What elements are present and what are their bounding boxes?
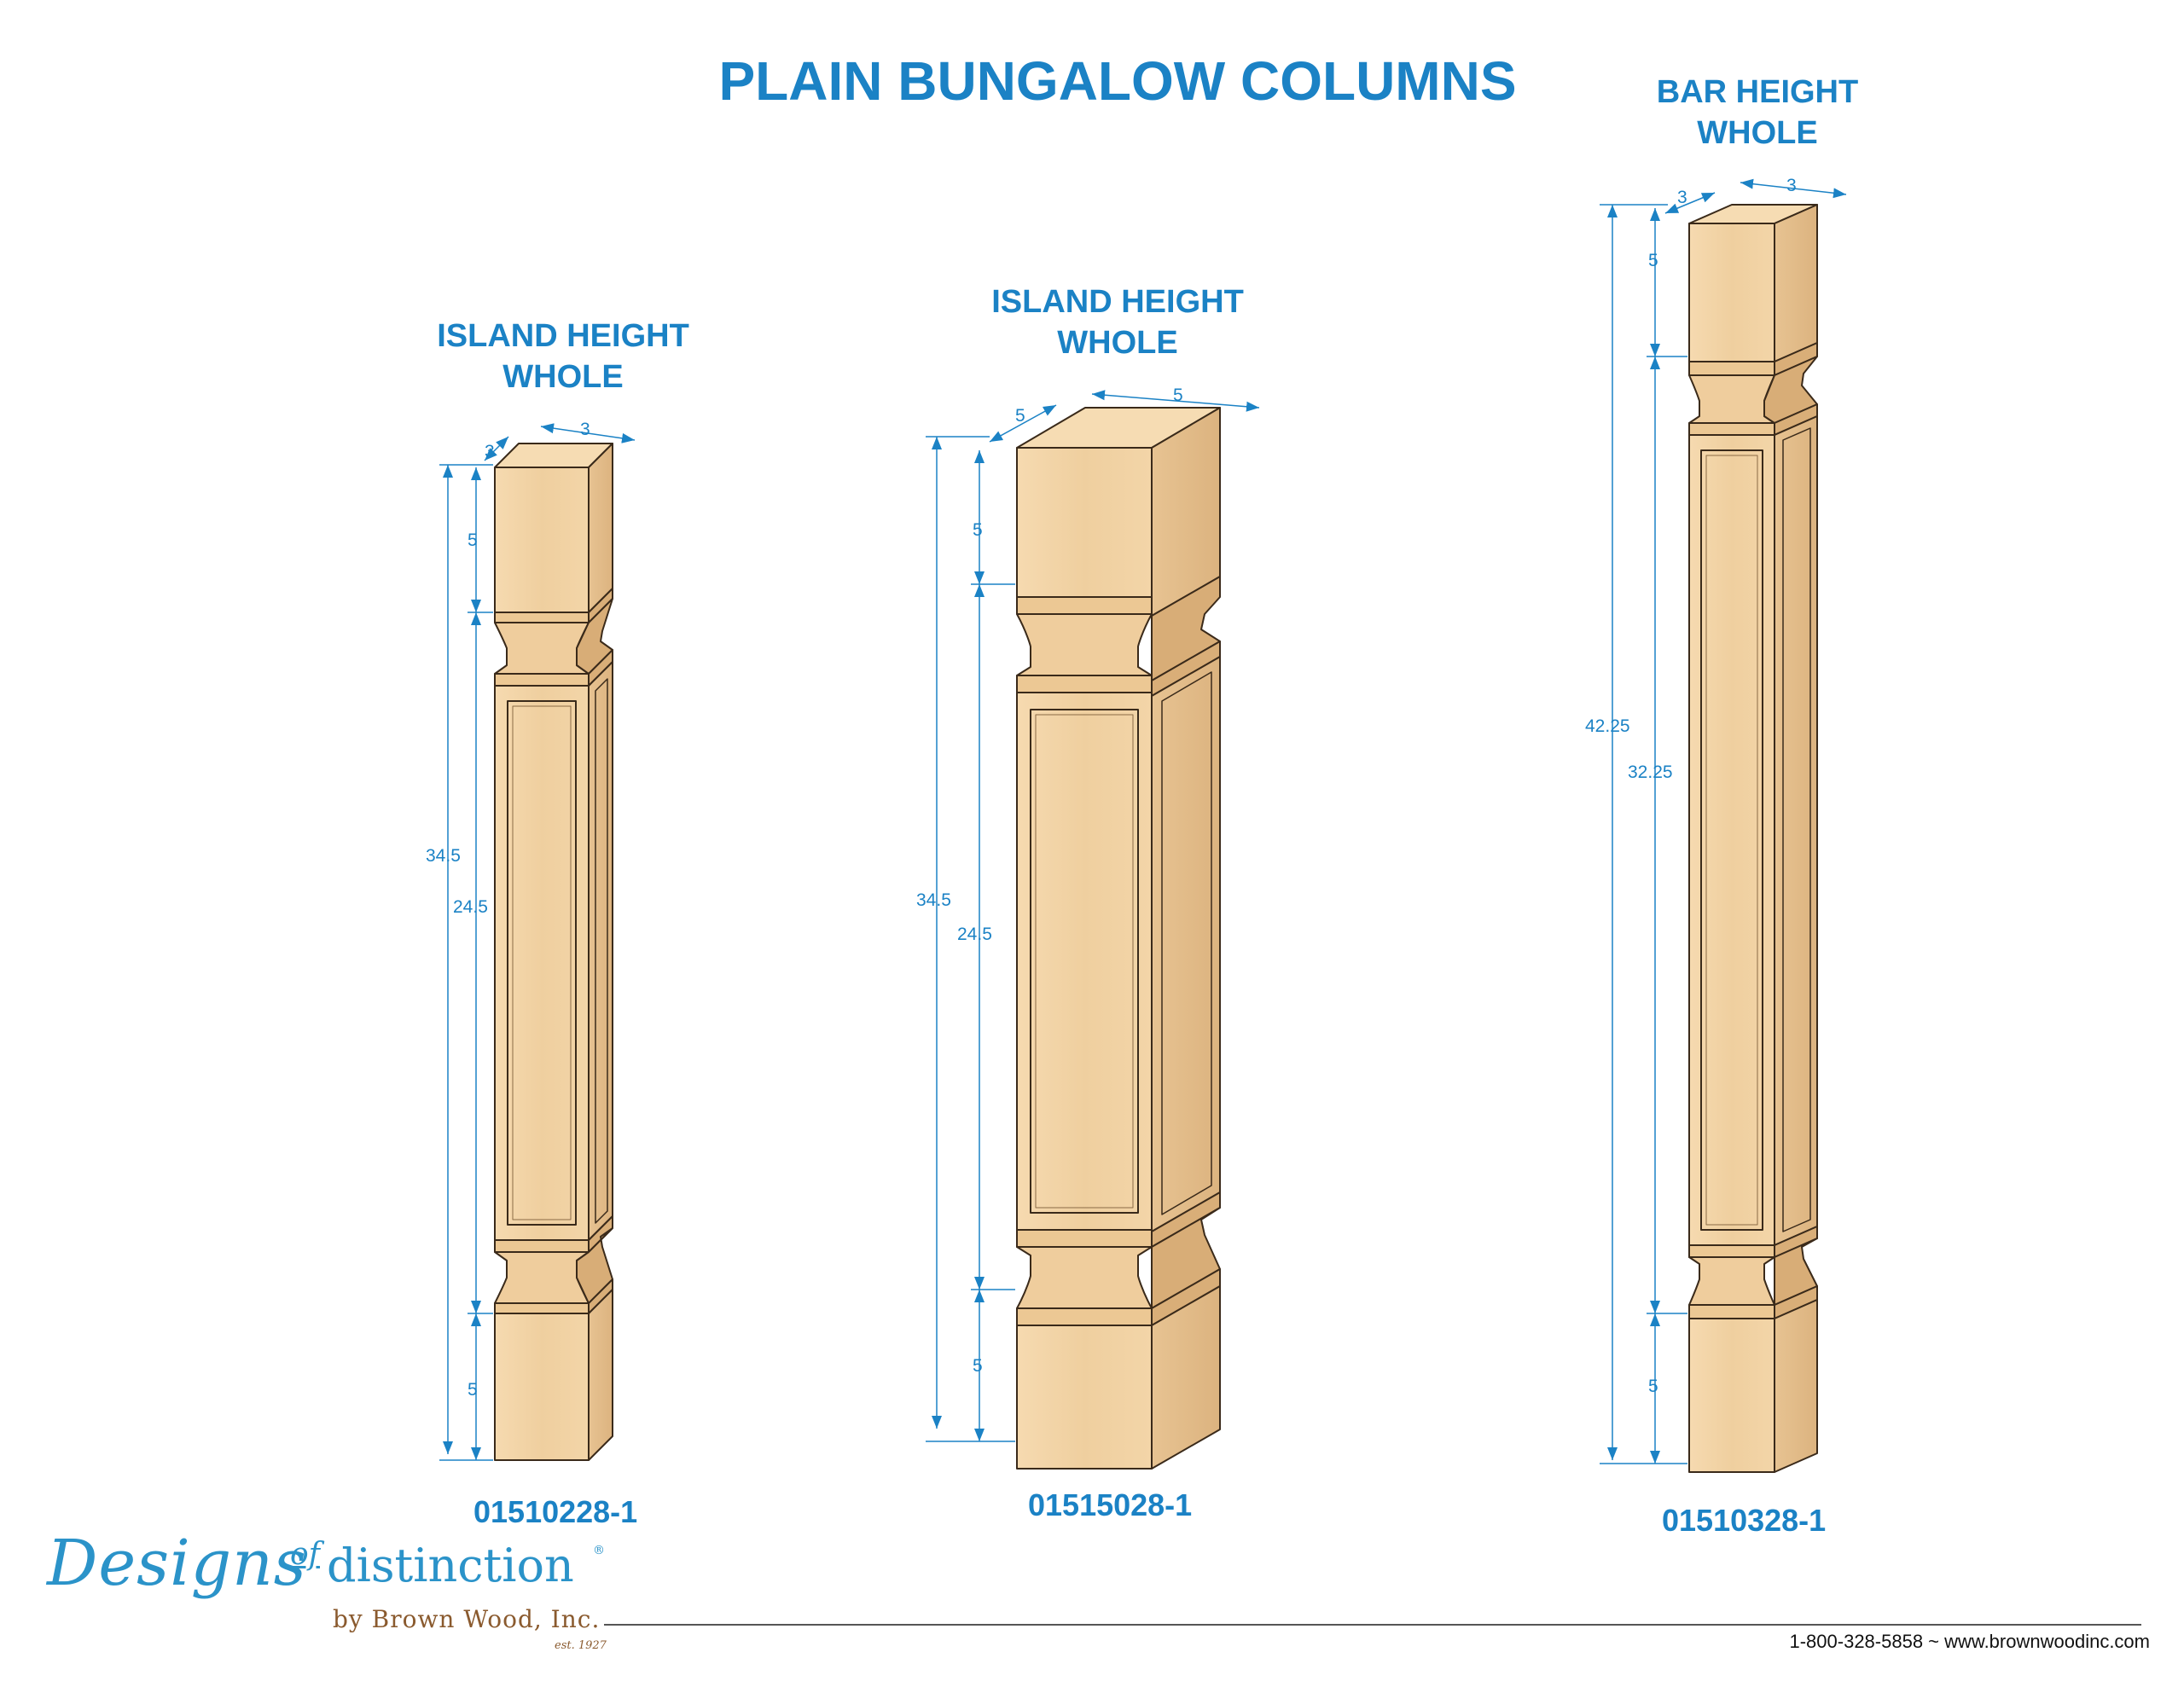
column-1-panel-inner (512, 705, 572, 1220)
company-logo: Designs of distinction ® by Brown Wood, … (47, 1527, 644, 1655)
column-1-label: ISLAND HEIGHT WHOLE (388, 316, 738, 397)
column-1-panel (507, 700, 577, 1226)
column-3-lower-fillet (1688, 1304, 1775, 1319)
page-title: PLAIN BUNGALOW COLUMNS (718, 50, 1517, 112)
column-2-drawing (1016, 407, 1221, 1470)
column-1-label-line2: WHOLE (502, 359, 624, 395)
column-2-width-label: 5 (1173, 386, 1183, 405)
column-2-top-block (1016, 447, 1153, 598)
column-1-panel-label: 24.5 (453, 897, 488, 917)
column-3-overall-label: 42.25 (1585, 716, 1630, 736)
column-3-drawing (1688, 204, 1818, 1473)
column-2-depth-label: 5 (1015, 406, 1025, 426)
column-3-depth-dim-line (1664, 192, 1716, 214)
column-2-side-panel (1161, 671, 1212, 1215)
column-3-upper-cove (1688, 374, 1775, 424)
column-1-upper-cove (494, 622, 590, 675)
column-2-label: ISLAND HEIGHT WHOLE (943, 281, 1292, 363)
column-1-bottom-block-label: 5 (468, 1380, 478, 1400)
column-3-top-block (1688, 223, 1775, 362)
column-3-label-line2: WHOLE (1697, 115, 1818, 151)
column-3-bottom-block-label: 5 (1648, 1377, 1658, 1396)
column-2-bottom-block (1016, 1325, 1153, 1470)
column-1-shaft-side (588, 661, 613, 1241)
column-1-depth-dim-line (484, 436, 509, 461)
column-1-lower-cove (494, 1251, 590, 1304)
column-1-dimensions (439, 423, 636, 1461)
column-3-bottom-block (1688, 1318, 1775, 1473)
column-3-panel-inner (1705, 455, 1758, 1226)
column-3-label: BAR HEIGHT WHOLE (1583, 72, 1932, 154)
column-2-upper-fillet (1016, 596, 1153, 615)
column-1-width-dim-line (540, 423, 636, 443)
logo-word: distinction (327, 1539, 574, 1592)
column-3-depth-label: 3 (1677, 188, 1687, 207)
column-2-label-line1: ISLAND HEIGHT (991, 284, 1244, 320)
column-1-shaft (494, 685, 590, 1241)
contact-info: 1-800-328-5858 ~ www.brownwoodinc.com (1789, 1631, 2150, 1652)
logo-script: Designs (47, 1527, 307, 1600)
column-2-upper-band (1016, 675, 1153, 693)
column-1-lower-fillet (494, 1302, 590, 1314)
column-2-panel-inner (1035, 714, 1134, 1209)
column-1-top-block (494, 467, 590, 613)
column-1-bottom-block (494, 1313, 590, 1461)
column-2-overall-label: 34.5 (916, 890, 951, 910)
column-1-bottom-block-side (588, 1289, 613, 1461)
column-3-side-panel (1782, 427, 1811, 1232)
column-2-width-dim-line (1091, 390, 1260, 412)
column-2-dim-labels: 5 5 5 34.5 24.5 5 (916, 386, 1183, 1376)
column-1-top-block-label: 5 (468, 530, 478, 550)
column-1-dim-labels: 3 3 5 34.5 24.5 5 (426, 420, 590, 1400)
column-1-depth-label: 3 (485, 442, 495, 461)
column-2-panel (1030, 709, 1139, 1214)
column-1-label-line1: ISLAND HEIGHT (437, 318, 689, 354)
column-1-width-label: 3 (580, 420, 590, 439)
column-2-lower-band (1016, 1229, 1153, 1248)
column-2-part-number: 01515028-1 (1028, 1487, 1193, 1522)
column-2-bottom-block-side (1151, 1285, 1221, 1470)
column-1-drawing (494, 443, 613, 1461)
column-2-lower-cove (1016, 1246, 1153, 1309)
column-3-top-block-label: 5 (1648, 251, 1658, 270)
column-2-dimensions (926, 390, 1260, 1442)
column-2-lower-fillet (1016, 1307, 1153, 1326)
column-2-label-line2: WHOLE (1057, 325, 1178, 361)
column-1-lower-band (494, 1239, 590, 1253)
column-3-part-number: 01510328-1 (1662, 1503, 1827, 1538)
column-3-upper-band (1688, 422, 1775, 436)
logo-est: est. 1927 (555, 1639, 607, 1652)
column-2-top-block-label: 5 (973, 520, 983, 540)
column-1-upper-fillet (494, 612, 590, 623)
column-2-upper-cove (1016, 613, 1153, 676)
column-3-label-line1: BAR HEIGHT (1656, 74, 1859, 110)
footer-rule (604, 1624, 2141, 1626)
column-2-depth-dim-line (989, 404, 1057, 443)
column-1-upper-band (494, 673, 590, 687)
column-3-dim-labels: 3 3 5 42.25 32.25 5 (1585, 176, 1797, 1396)
column-3-width-label: 3 (1786, 176, 1797, 195)
logo-of: of (290, 1537, 320, 1572)
column-3-lower-cove (1688, 1256, 1775, 1306)
column-3-upper-fillet (1688, 361, 1775, 376)
column-3-lower-band (1688, 1244, 1775, 1258)
logo-by-line: by Brown Wood, Inc. (333, 1605, 601, 1633)
column-3-top-block-side (1774, 204, 1818, 362)
column-3-bottom-block-side (1774, 1299, 1818, 1473)
column-1-part-number: 01510228-1 (473, 1494, 638, 1529)
column-2-bottom-block-label: 5 (973, 1356, 983, 1376)
column-1-side-panel (595, 678, 608, 1224)
column-3-panel (1700, 449, 1763, 1231)
column-2-shaft (1016, 692, 1153, 1231)
column-1-top-block-side (588, 443, 613, 613)
column-3-panel-label: 32.25 (1628, 762, 1673, 782)
column-2-panel-label: 24.5 (957, 925, 992, 944)
column-3-width-dim-line (1740, 178, 1847, 199)
column-1-overall-label: 34.5 (426, 846, 461, 866)
column-3-dimensions (1600, 178, 1847, 1464)
logo-registered-mark: ® (593, 1544, 605, 1557)
column-3-shaft (1688, 434, 1775, 1246)
